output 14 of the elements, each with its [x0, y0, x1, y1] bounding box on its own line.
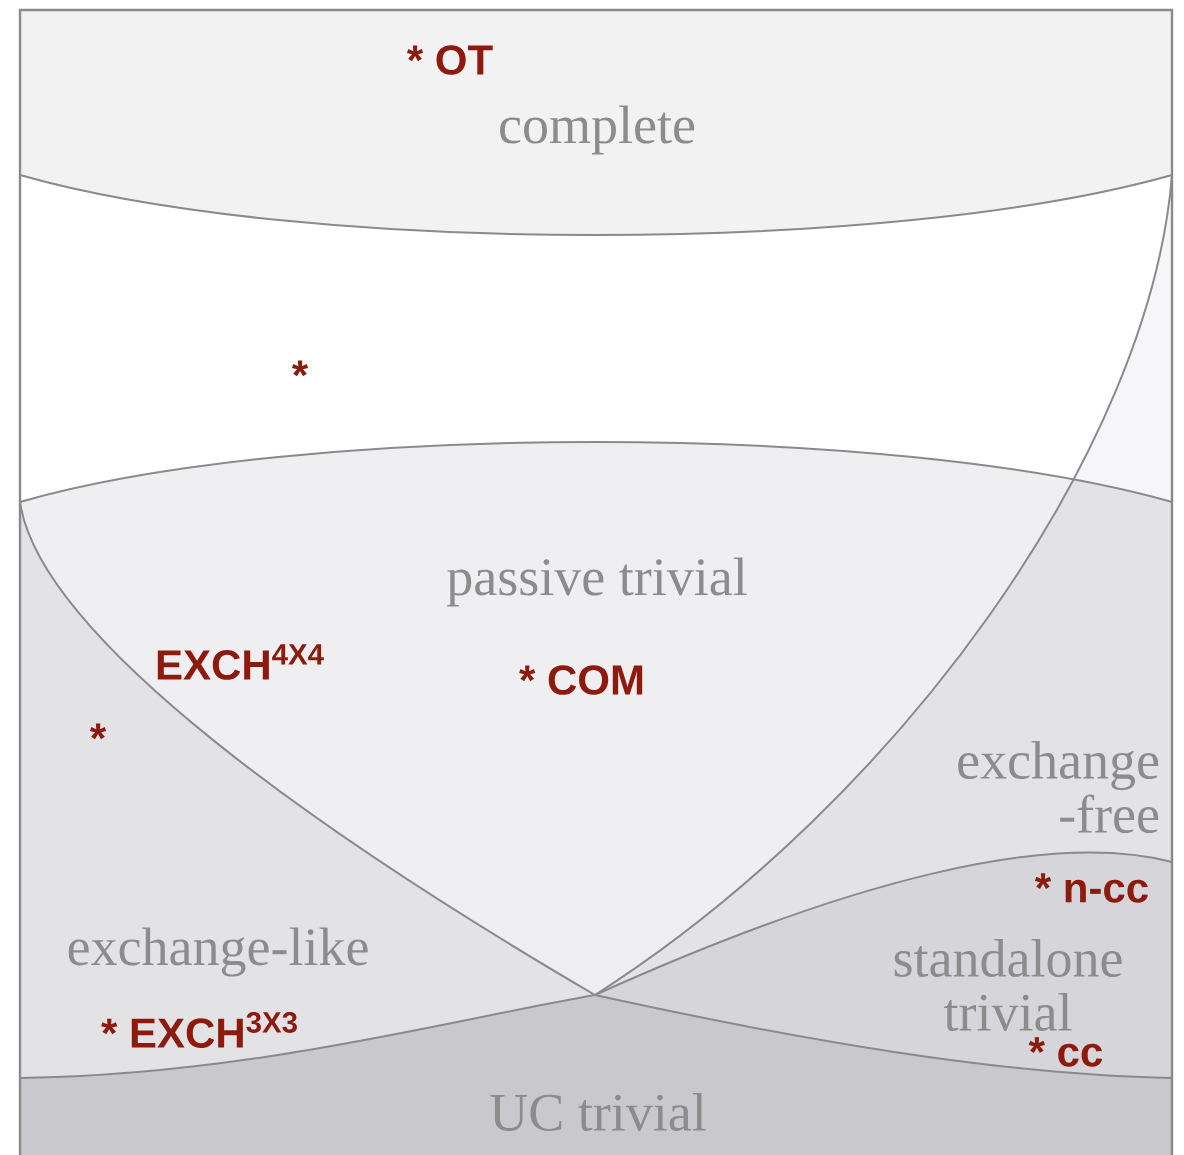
- region-label: UC trivial: [490, 1093, 706, 1131]
- region-label: passive trivial: [447, 557, 747, 607]
- region-label: standalone trivial: [894, 939, 1122, 1031]
- member-label: * EXCH$^{3X3}$: [101, 1012, 297, 1048]
- member-label: * OT: [406, 45, 493, 75]
- member-label: EXCH$^{4X4}$: [157, 644, 324, 680]
- member-label: *: [89, 723, 107, 740]
- member-label: *: [291, 360, 309, 377]
- region-label: exchange -free: [958, 741, 1159, 833]
- member-label: * cc: [1028, 1037, 1103, 1067]
- member-label: * COM: [519, 665, 643, 695]
- member-label: * n-cc: [1034, 873, 1148, 903]
- region-label: exchange-like: [68, 927, 368, 977]
- region-label: complete: [500, 105, 695, 155]
